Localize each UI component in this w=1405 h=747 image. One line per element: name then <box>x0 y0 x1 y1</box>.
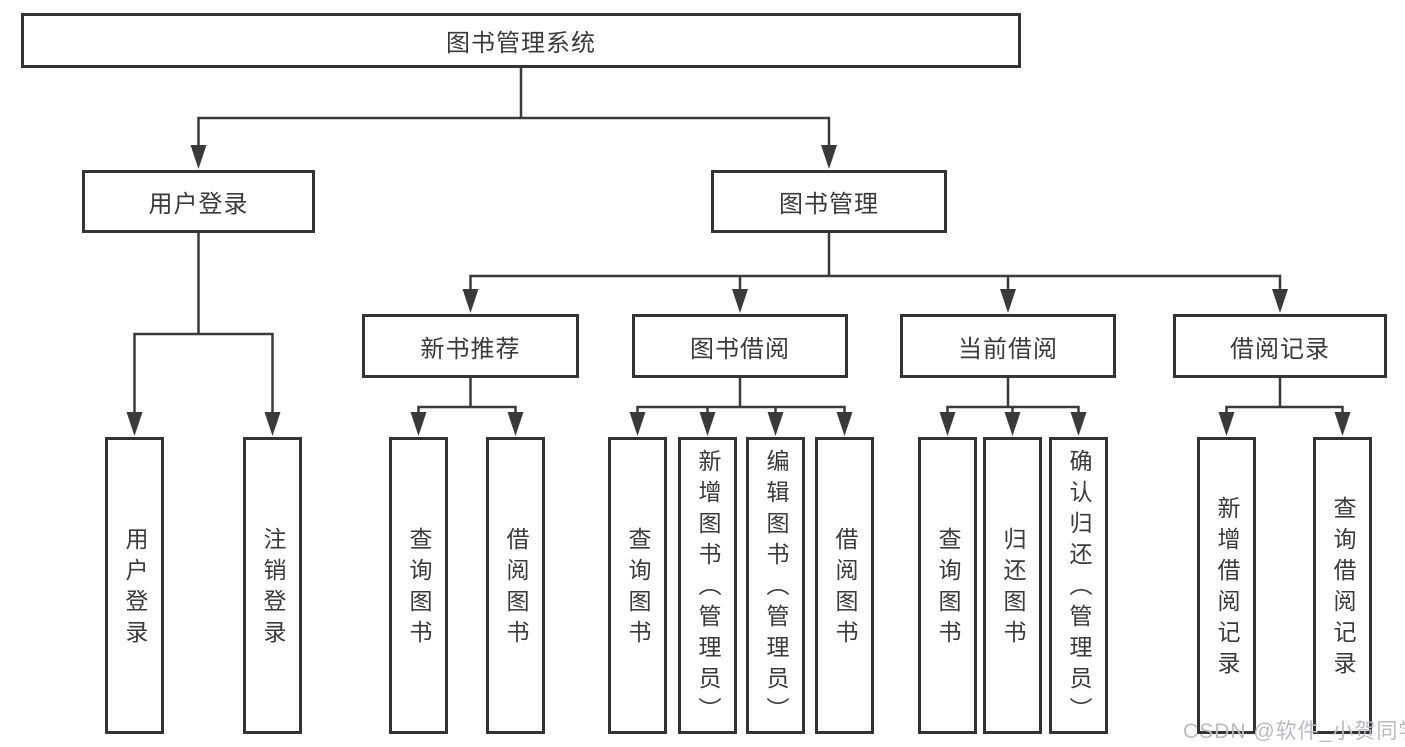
connector-recommend-bar <box>417 405 517 412</box>
leaf-logout-login: 注销登录 <box>243 437 302 734</box>
arrow-down-icon <box>507 412 524 436</box>
node-borrowing-records: 借阅记录 <box>1173 314 1387 378</box>
connector-root-bar <box>197 116 831 146</box>
arrow-down-icon <box>699 412 716 436</box>
arrow-down-icon <box>732 289 748 313</box>
node-user-login: 用户登录 <box>82 170 315 233</box>
watermark: CSDN @软件_小贺同学 <box>1183 720 1405 743</box>
arrow-down-icon <box>836 412 853 436</box>
leaf-records-add-borrow-record: 新增借阅记录 <box>1197 437 1256 734</box>
node-current-borrowing: 当前借阅 <box>900 314 1116 378</box>
node-book-management: 图书管理 <box>711 170 947 233</box>
leaf-borrow-add-books-admin: 新增图书（管理员） <box>678 437 737 734</box>
leaf-current-query-books: 查询图书 <box>918 437 977 734</box>
arrow-down-icon <box>767 412 784 436</box>
connector-records-bar <box>1225 405 1344 412</box>
connector-userlogin-bar <box>133 332 274 412</box>
arrow-down-icon <box>1218 412 1235 436</box>
connector-borrowing-bar <box>636 405 846 412</box>
arrow-down-icon <box>1070 412 1087 436</box>
connector-bookmgmt-bar <box>469 274 1282 290</box>
arrow-down-icon <box>939 412 956 436</box>
arrow-down-icon <box>410 412 427 436</box>
arrow-down-icon <box>1334 412 1351 436</box>
node-library-management-system: 图书管理系统 <box>21 13 1021 68</box>
leaf-current-confirm-return-admin: 确认归还（管理员） <box>1049 437 1108 734</box>
arrowheads <box>126 145 1351 436</box>
leaf-borrow-query-books: 查询图书 <box>608 437 667 734</box>
node-book-borrowing: 图书借阅 <box>632 314 848 378</box>
arrow-down-icon <box>462 289 479 313</box>
arrow-down-icon <box>1000 289 1016 313</box>
arrow-down-icon <box>190 145 207 169</box>
leaf-records-query-borrow-record: 查询借阅记录 <box>1313 437 1372 734</box>
arrow-down-icon <box>1272 289 1288 313</box>
arrow-down-icon <box>126 412 143 436</box>
arrow-down-icon <box>1004 412 1021 436</box>
leaf-current-return-books: 归还图书 <box>983 437 1042 734</box>
leaf-recommend-borrow-books: 借阅图书 <box>486 437 545 734</box>
arrow-down-icon <box>264 412 281 436</box>
connector-paths <box>133 68 1344 412</box>
leaf-borrow-edit-books-admin: 编辑图书（管理员） <box>746 437 805 734</box>
leaf-recommend-query-books: 查询图书 <box>389 437 448 734</box>
leaf-borrow-borrow-books: 借阅图书 <box>815 437 874 734</box>
node-new-book-recommendation: 新书推荐 <box>362 314 579 378</box>
leaf-user-login: 用户登录 <box>105 437 164 734</box>
arrow-down-icon <box>629 412 646 436</box>
arrow-down-icon <box>821 145 837 169</box>
